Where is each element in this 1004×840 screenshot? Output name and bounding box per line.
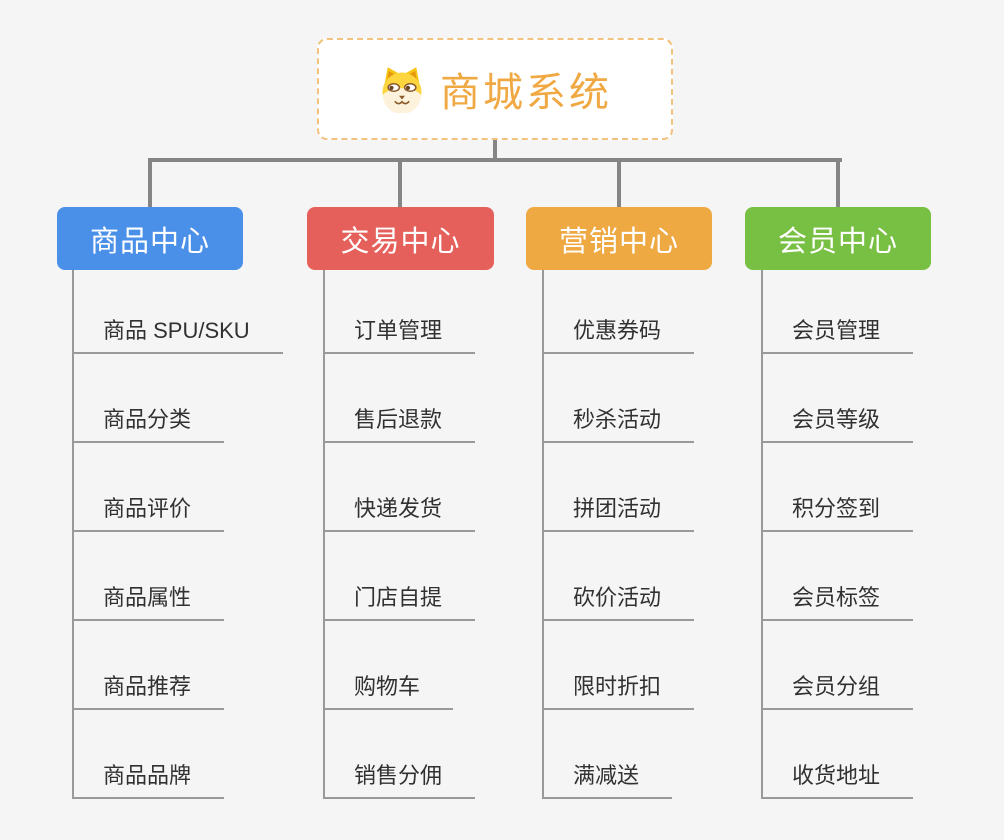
leaf-node[interactable]: 购物车 — [323, 669, 454, 710]
connector-drop — [836, 158, 840, 207]
leaf-node[interactable]: 积分签到 — [761, 491, 914, 532]
leaf-node[interactable]: 会员管理 — [761, 313, 914, 354]
branch-node-member-center[interactable]: 会员中心 — [745, 207, 931, 270]
leaf-node[interactable]: 满减送 — [542, 758, 673, 799]
leaf-node[interactable]: 会员等级 — [761, 402, 914, 443]
leaf-node[interactable]: 优惠券码 — [542, 313, 695, 354]
doge-face-icon — [382, 67, 422, 113]
connector-drop — [148, 158, 152, 207]
branch-node-product-center[interactable]: 商品中心 — [57, 207, 243, 270]
root-node[interactable]: 商城系统 — [317, 38, 673, 140]
leaf-node[interactable]: 收货地址 — [761, 758, 914, 799]
branch-spine — [72, 270, 74, 799]
leaf-node[interactable]: 订单管理 — [323, 313, 476, 354]
leaf-node[interactable]: 商品评价 — [72, 491, 225, 532]
branch-spine — [542, 270, 544, 799]
leaf-node[interactable]: 商品品牌 — [72, 758, 225, 799]
leaf-node[interactable]: 会员标签 — [761, 580, 914, 621]
leaf-node[interactable]: 拼团活动 — [542, 491, 695, 532]
leaf-node[interactable]: 商品分类 — [72, 402, 225, 443]
leaf-node[interactable]: 商品推荐 — [72, 669, 225, 710]
branch-node-marketing-center[interactable]: 营销中心 — [526, 207, 712, 270]
leaf-node[interactable]: 限时折扣 — [542, 669, 695, 710]
connector-root-stem — [493, 140, 497, 159]
branch-spine — [761, 270, 763, 799]
connector-drop — [617, 158, 621, 207]
leaf-node[interactable]: 秒杀活动 — [542, 402, 695, 443]
leaf-node[interactable]: 商品 SPU/SKU — [72, 313, 283, 354]
root-title: 商城系统 — [440, 71, 612, 115]
leaf-node[interactable]: 售后退款 — [323, 402, 476, 443]
leaf-node[interactable]: 门店自提 — [323, 580, 476, 621]
leaf-node[interactable]: 销售分佣 — [323, 758, 476, 799]
branch-spine — [323, 270, 325, 799]
leaf-node[interactable]: 商品属性 — [72, 580, 225, 621]
leaf-node[interactable]: 砍价活动 — [542, 580, 695, 621]
leaf-node[interactable]: 会员分组 — [761, 669, 914, 710]
leaf-node[interactable]: 快递发货 — [323, 491, 476, 532]
branch-node-trade-center[interactable]: 交易中心 — [307, 207, 494, 270]
connector-horizontal-bar — [148, 158, 842, 162]
connector-drop — [398, 158, 402, 207]
